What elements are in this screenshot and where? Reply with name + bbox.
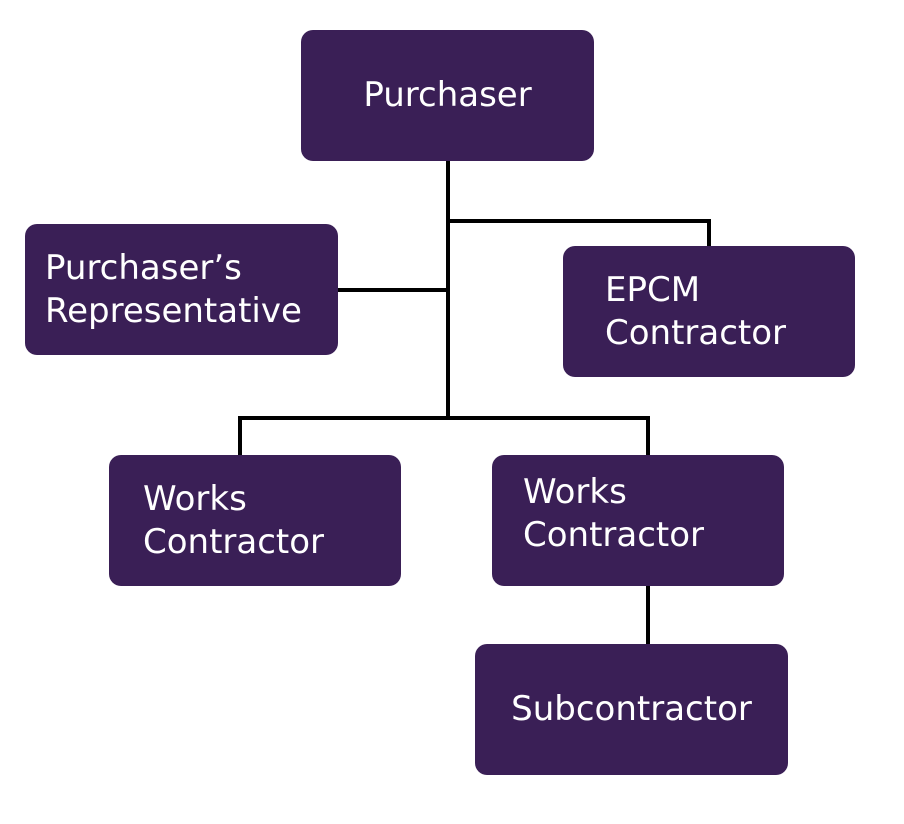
- node-epcm-contractor-line-2: Contractor: [605, 312, 787, 353]
- node-works-contractor-right-line-1: Works: [523, 471, 627, 512]
- node-epcm-contractor: EPCM Contractor: [563, 246, 855, 377]
- node-purchaser: Purchaser: [301, 30, 594, 161]
- node-works-contractor-right-line-2: Contractor: [523, 514, 705, 555]
- node-purchasers-representative-line-2: Representative: [45, 290, 302, 331]
- node-purchasers-representative: Purchaser’s Representative: [25, 224, 338, 355]
- node-works-contractor-right: Works Contractor: [492, 455, 784, 586]
- node-purchasers-representative-line-1: Purchaser’s: [45, 247, 242, 288]
- connector-to-epcm-contractor: [448, 219, 711, 246]
- node-purchaser-label: Purchaser: [363, 75, 532, 115]
- node-epcm-contractor-line-1: EPCM: [605, 269, 701, 310]
- connector-to-works-contractors: [238, 416, 650, 455]
- node-works-contractor-left: Works Contractor: [109, 455, 401, 586]
- node-subcontractor: Subcontractor: [475, 644, 788, 775]
- node-subcontractor-label: Subcontractor: [511, 689, 752, 729]
- node-works-contractor-left-line-2: Contractor: [143, 521, 325, 562]
- node-works-contractor-left-line-1: Works: [143, 478, 247, 519]
